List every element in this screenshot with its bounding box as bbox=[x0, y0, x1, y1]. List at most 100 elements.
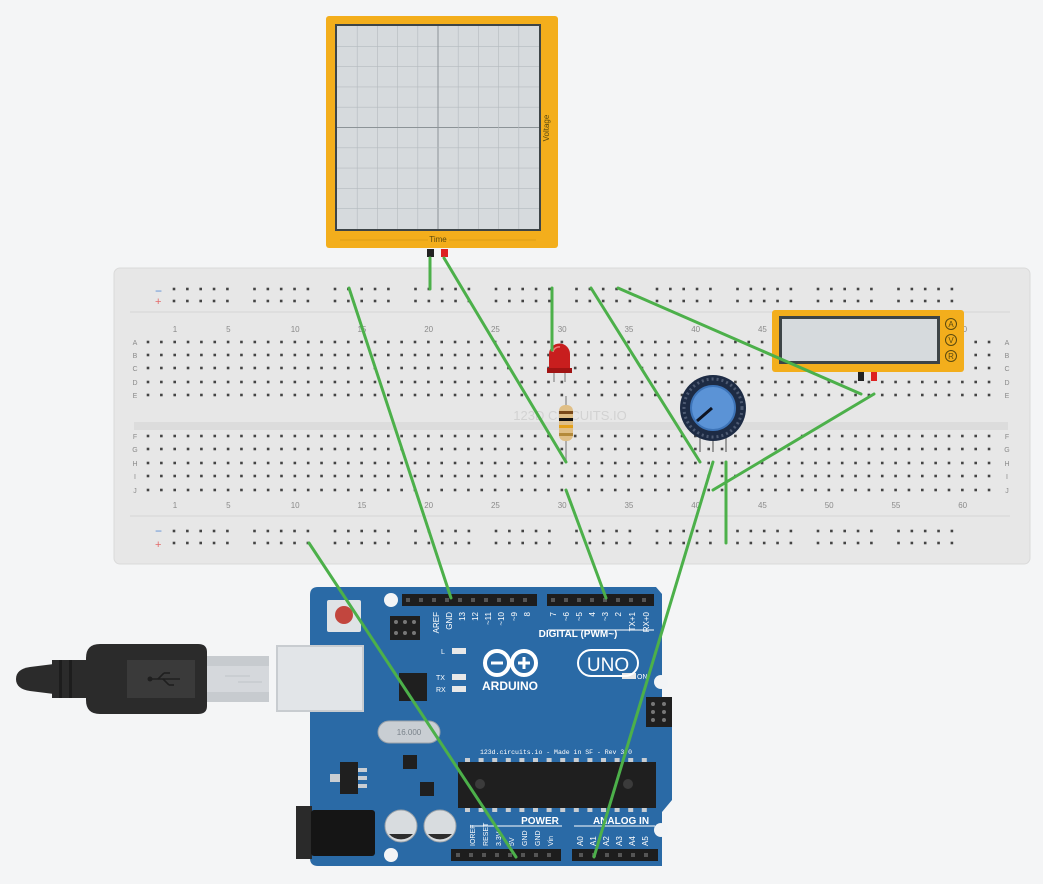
row-label: B bbox=[1005, 353, 1010, 360]
digital-pin-label: ~11 bbox=[484, 611, 493, 625]
power-header[interactable] bbox=[451, 849, 561, 861]
column-label: 20 bbox=[424, 501, 433, 510]
icsp-header-right bbox=[646, 697, 672, 727]
row-label: A bbox=[1005, 340, 1010, 347]
arduino-brand: ARDUINO bbox=[482, 679, 538, 693]
wire-meter-red[interactable] bbox=[711, 392, 876, 492]
power-pin-label: GND bbox=[535, 830, 542, 846]
rail-plus-top: + bbox=[155, 296, 161, 308]
power-label: POWER bbox=[521, 816, 560, 827]
multimeter[interactable]: A V R bbox=[772, 310, 964, 381]
row-label: I bbox=[134, 474, 136, 481]
wire-scope-red[interactable] bbox=[442, 256, 568, 464]
dc-power-jack[interactable] bbox=[296, 806, 375, 859]
potentiometer[interactable] bbox=[680, 375, 746, 452]
digital-pin-label: ~3 bbox=[601, 611, 610, 621]
power-header-holes bbox=[456, 853, 551, 857]
row-label: H bbox=[1004, 461, 1009, 468]
breadboard-holes bbox=[146, 287, 991, 545]
row-label: J bbox=[133, 488, 137, 495]
onboard-led-tx: TX bbox=[436, 674, 466, 682]
svg-text:UNO: UNO bbox=[587, 655, 629, 676]
row-label: E bbox=[1005, 393, 1010, 400]
potentiometer-knob-indicator[interactable] bbox=[696, 406, 713, 423]
row-label: A bbox=[133, 340, 138, 347]
digital-pin-label: 2 bbox=[614, 611, 623, 616]
analog-pin-label: A2 bbox=[602, 836, 611, 846]
smd-transistor bbox=[420, 782, 434, 796]
wire-gnd-rail[interactable] bbox=[347, 286, 453, 600]
digital-pin-label: GND bbox=[445, 612, 454, 630]
column-label: 25 bbox=[491, 501, 500, 510]
column-label: 25 bbox=[491, 325, 500, 334]
smd-chip-small bbox=[403, 755, 417, 769]
column-label: 60 bbox=[958, 501, 967, 510]
column-label: 35 bbox=[624, 501, 633, 510]
power-pin-label: Vin bbox=[548, 836, 555, 846]
power-pin-label: 5V bbox=[509, 837, 516, 846]
arduino-logo bbox=[483, 649, 538, 677]
row-label: C bbox=[132, 366, 137, 373]
column-label: 10 bbox=[291, 325, 300, 334]
column-label: 40 bbox=[691, 325, 700, 334]
oscilloscope[interactable]: Voltage Time bbox=[326, 16, 558, 257]
row-label: H bbox=[132, 461, 137, 468]
wire-pot-left[interactable] bbox=[589, 286, 702, 464]
usb-b-jack[interactable] bbox=[276, 645, 364, 712]
digital-pin-label: ~6 bbox=[562, 611, 571, 621]
resistor[interactable] bbox=[559, 396, 573, 462]
analog-pin-label: A0 bbox=[576, 836, 585, 846]
svg-text:R: R bbox=[948, 352, 954, 361]
row-label: D bbox=[132, 380, 137, 387]
multimeter-probe-red[interactable] bbox=[871, 372, 877, 381]
uno-badge: UNO bbox=[577, 649, 639, 677]
oscilloscope-probe-black[interactable] bbox=[427, 249, 434, 257]
digital-pin-label: 12 bbox=[471, 611, 480, 620]
column-label: 5 bbox=[226, 501, 231, 510]
svg-text:TX: TX bbox=[436, 675, 445, 682]
multimeter-mode-r[interactable]: R bbox=[945, 350, 957, 362]
icsp-header-top bbox=[390, 616, 420, 640]
analog-pin-label: A1 bbox=[589, 836, 598, 846]
digital-header-holes bbox=[406, 598, 646, 602]
digital-pin-label: 7 bbox=[549, 611, 558, 616]
svg-text:L: L bbox=[441, 649, 445, 656]
row-label: C bbox=[1004, 366, 1009, 373]
column-label: 35 bbox=[624, 325, 633, 334]
rail-plus-bottom: + bbox=[155, 539, 161, 551]
svg-text:A: A bbox=[948, 320, 954, 329]
column-label: 20 bbox=[424, 325, 433, 334]
usb-icon bbox=[150, 672, 180, 686]
usb-cable[interactable] bbox=[16, 644, 269, 714]
rail-minus-bottom: − bbox=[155, 524, 162, 538]
wire-meter-black[interactable] bbox=[616, 286, 863, 396]
multimeter-probe-black[interactable] bbox=[858, 372, 864, 381]
capacitor-1 bbox=[384, 809, 418, 843]
column-label: 5 bbox=[226, 325, 231, 334]
digital-pin-label: TX+1 bbox=[628, 611, 637, 631]
svg-text:ON: ON bbox=[637, 674, 648, 681]
row-label: F bbox=[1005, 434, 1009, 441]
rail-minus-top: − bbox=[155, 284, 162, 298]
column-label: 55 bbox=[891, 501, 900, 510]
wire-a1[interactable] bbox=[592, 460, 715, 859]
multimeter-mode-v[interactable]: V bbox=[945, 334, 957, 346]
column-label: 45 bbox=[758, 325, 767, 334]
wire-5v[interactable] bbox=[307, 541, 518, 859]
wire-pin3[interactable] bbox=[564, 488, 608, 600]
row-label: I bbox=[1006, 474, 1008, 481]
multimeter-mode-a[interactable]: A bbox=[945, 318, 957, 330]
row-label: F bbox=[133, 434, 137, 441]
digital-header-left[interactable] bbox=[402, 594, 537, 606]
red-led[interactable] bbox=[547, 343, 572, 383]
digital-header-right[interactable] bbox=[547, 594, 654, 606]
digital-label: DIGITAL (PWM~) bbox=[539, 629, 618, 640]
row-label: J bbox=[1005, 488, 1009, 495]
column-label: 30 bbox=[558, 325, 567, 334]
power-pin-label: RESET bbox=[483, 822, 490, 846]
column-label: 30 bbox=[558, 501, 567, 510]
oscilloscope-probe-red[interactable] bbox=[441, 249, 448, 257]
onboard-led-l: L bbox=[441, 648, 466, 656]
